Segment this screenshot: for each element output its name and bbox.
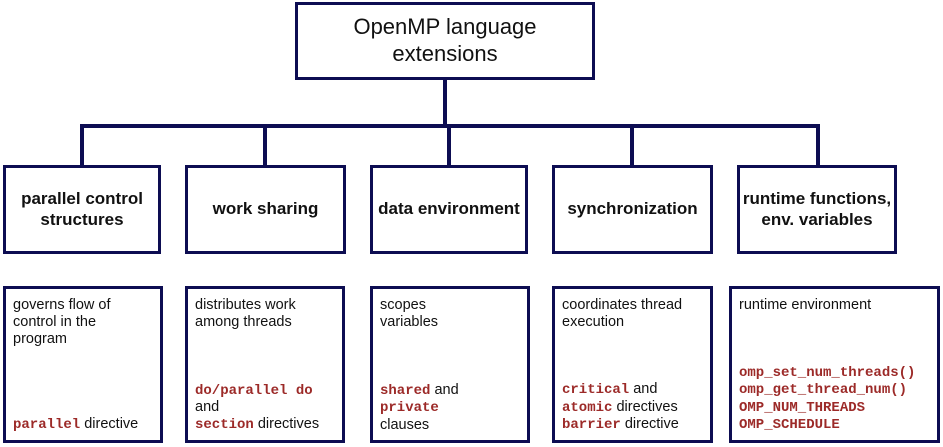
- code-token: barrier: [562, 417, 621, 434]
- category-node-runtime-functions-env-variables: runtime functions, env. variables: [737, 165, 897, 254]
- category-label: work sharing: [212, 199, 319, 219]
- code-token: OMP_NUM_THREADS: [739, 399, 866, 416]
- plain-text: directives: [253, 416, 320, 433]
- description-body: parallel directive: [13, 416, 138, 434]
- plain-text: directive: [80, 416, 139, 433]
- code-token: omp_set_num_threads(): [739, 364, 916, 381]
- connector-drop-0: [80, 124, 84, 167]
- category-label: synchronization: [567, 199, 698, 219]
- description-node-work-sharing: distributes work among threads do/parall…: [185, 286, 345, 443]
- plain-text: directive: [620, 416, 679, 433]
- description-line: omp_set_num_threads(): [739, 364, 915, 382]
- description-line: do/parallel do: [195, 382, 319, 400]
- connector-drop-4: [816, 124, 820, 167]
- code-token: do/parallel do: [195, 382, 313, 399]
- category-node-work-sharing: work sharing: [185, 165, 346, 254]
- plain-text: and: [430, 381, 459, 398]
- plain-text: and: [195, 399, 220, 416]
- description-heading: scopes variables: [380, 297, 439, 331]
- plain-text: clauses: [380, 416, 430, 433]
- description-heading: coordinates thread execution: [562, 297, 683, 331]
- description-node-parallel-control-structures: governs flow of control in the program p…: [3, 286, 163, 443]
- connector-drop-2: [447, 124, 451, 167]
- description-line: OMP_NUM_THREADS: [739, 399, 915, 417]
- root-node-openmp-language-extensions: OpenMP language extensions: [295, 2, 595, 80]
- description-line: section directives: [195, 416, 319, 434]
- code-token: omp_get_thread_num(): [739, 382, 908, 399]
- description-line: omp_get_thread_num(): [739, 381, 915, 399]
- plain-text: and: [629, 381, 658, 398]
- category-label: data environment: [378, 199, 520, 219]
- connector-drop-1: [263, 124, 267, 167]
- connector-root-stem: [443, 80, 447, 126]
- code-token: parallel: [13, 417, 81, 434]
- description-line: critical and: [562, 381, 679, 399]
- description-heading: distributes work among threads: [195, 297, 296, 331]
- code-token: section: [195, 417, 254, 434]
- category-label: parallel control structures: [21, 188, 143, 229]
- description-body: omp_set_num_threads()omp_get_thread_num(…: [739, 364, 915, 434]
- description-line: atomic directives: [562, 399, 679, 417]
- code-token: shared: [380, 382, 431, 399]
- description-node-runtime-functions: runtime environment omp_set_num_threads(…: [729, 286, 940, 443]
- description-line: barrier directive: [562, 416, 679, 434]
- root-node-label: OpenMP language extensions: [353, 14, 537, 66]
- description-line: parallel directive: [13, 416, 138, 434]
- connector-drop-3: [630, 124, 634, 167]
- description-heading: runtime environment: [739, 297, 872, 313]
- category-label: runtime functions, env. variables: [742, 188, 892, 229]
- code-token: OMP_SCHEDULE: [739, 417, 840, 434]
- description-heading: governs flow of control in the program: [13, 297, 111, 348]
- plain-text: directives: [612, 398, 678, 415]
- description-line: shared and: [380, 382, 459, 400]
- code-token: atomic: [562, 399, 613, 416]
- description-node-synchronization: coordinates thread execution critical an…: [552, 286, 713, 443]
- description-line: and: [195, 399, 319, 416]
- category-node-synchronization: synchronization: [552, 165, 713, 254]
- description-line: OMP_SCHEDULE: [739, 416, 915, 434]
- description-line: clauses: [380, 417, 459, 434]
- description-line: private: [380, 399, 459, 417]
- category-node-parallel-control-structures: parallel control structures: [3, 165, 161, 254]
- code-token: private: [380, 400, 439, 417]
- code-token: critical: [562, 382, 630, 399]
- category-node-data-environment: data environment: [370, 165, 528, 254]
